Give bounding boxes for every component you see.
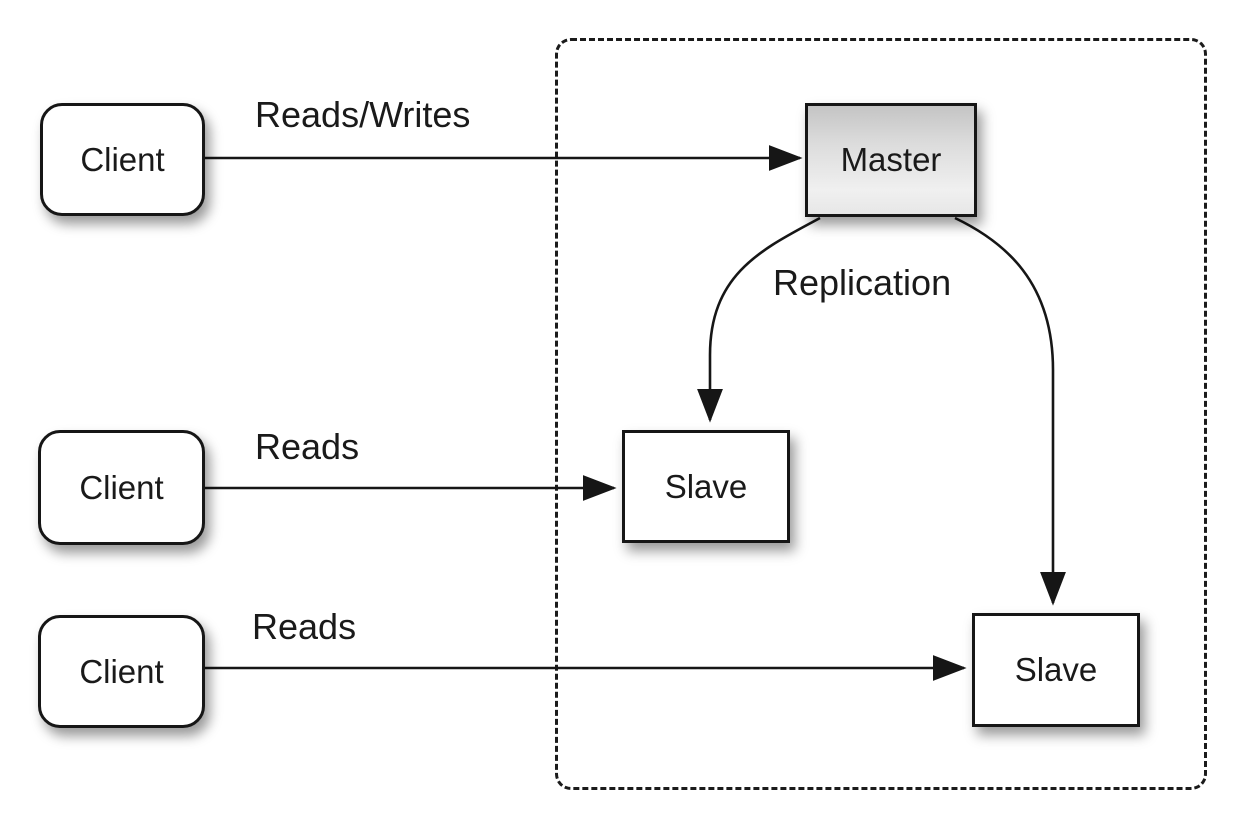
node-client-2-label: Client [79,468,164,506]
edge-label-replication: Replication [773,262,952,303]
node-slave-2-label: Slave [1014,651,1098,688]
edge-label-reads-writes: Reads/Writes [255,94,471,135]
node-client-3-label: Client [79,652,164,690]
node-master-label: Master [840,141,942,178]
node-slave-1: Slave [622,430,790,543]
node-client-1-label: Client [80,140,165,178]
replication-group-boundary [555,38,1207,790]
node-client-2: Client [38,430,205,545]
node-client-1: Client [40,103,205,216]
node-client-3: Client [38,615,205,728]
node-master: Master [805,103,977,217]
edge-label-reads-mid: Reads [255,426,360,467]
node-slave-1-label: Slave [664,467,748,505]
edge-label-reads-bottom: Reads [252,606,357,647]
node-slave-2: Slave [972,613,1140,727]
